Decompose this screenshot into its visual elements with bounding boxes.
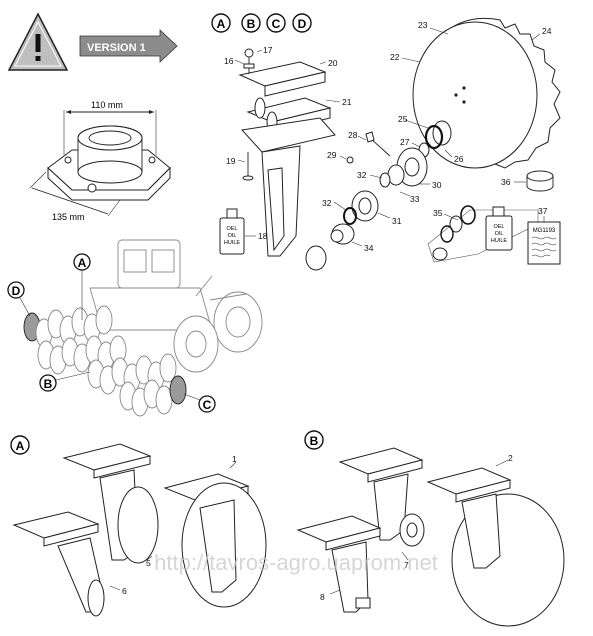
disc-gang	[23, 305, 187, 417]
flange-width-label: 110 mm	[91, 100, 123, 110]
part-2: 2	[508, 453, 513, 463]
section-a: A 5 6 1	[10, 435, 267, 617]
part-27: 27	[400, 137, 410, 147]
svg-text:OEL: OEL	[226, 226, 237, 232]
part-8: 8	[320, 592, 325, 602]
part-23: 23	[418, 20, 428, 30]
tractor-label-b: B	[44, 377, 53, 391]
variant-b: B	[247, 17, 256, 31]
part-6: 6	[122, 586, 127, 596]
repair-kit-35: OEL OIL HUILE 35	[427, 205, 539, 263]
tractor-label-d: D	[12, 284, 21, 298]
svg-text:OEL: OEL	[493, 224, 504, 230]
warning-triangle-icon	[7, 12, 69, 71]
part-25: 25	[398, 114, 408, 124]
variant-c: C	[272, 17, 281, 31]
version-arrow: VERSION 1	[79, 29, 178, 63]
part-24: 24	[542, 26, 552, 36]
svg-text:OIL: OIL	[495, 231, 504, 237]
flange-drawing: 110 mm 135 mm	[29, 100, 171, 222]
section-b-label: B	[310, 434, 319, 448]
tractor-label-c: C	[203, 398, 212, 412]
version-label: VERSION 1	[87, 42, 146, 54]
part-30: 30	[432, 180, 442, 190]
watermark-text: http://tavros-agro.uaprom.net	[154, 550, 438, 575]
svg-text:HUILE: HUILE	[491, 238, 508, 244]
svg-text:HUILE: HUILE	[224, 240, 241, 246]
part-34: 34	[364, 243, 374, 253]
part-36: 36	[501, 177, 511, 187]
part-20: 20	[328, 58, 338, 68]
section-a-label: A	[16, 439, 25, 453]
part-29: 29	[327, 150, 337, 160]
oil-bottle-18: OEL OIL HUILE 18	[219, 208, 268, 255]
part-33: 33	[410, 194, 420, 204]
flange-length-label: 135 mm	[52, 212, 85, 222]
notched-disc: 23 24 22	[390, 17, 561, 169]
part-32-upper: 32	[357, 170, 367, 180]
part-1: 1	[232, 454, 237, 464]
part-16: 16	[224, 56, 234, 66]
part-31: 31	[392, 216, 402, 226]
manual-code: MG1193	[533, 228, 556, 234]
section-b: B 7 8 2	[296, 430, 565, 627]
part-22: 22	[390, 52, 400, 62]
part-21: 21	[342, 97, 352, 107]
variant-d: D	[298, 17, 307, 31]
hub-assembly: 28 29 32 30 33 32 31 34	[322, 130, 442, 253]
part-35: 35	[433, 208, 443, 218]
part-18: 18	[258, 231, 268, 241]
variant-selector: A B C D	[211, 13, 312, 33]
bracket-assembly: 17 16 20 21 19	[224, 45, 352, 271]
svg-text:OIL: OIL	[228, 233, 237, 239]
hub-cap-36: 36	[501, 170, 554, 192]
part-5: 5	[146, 558, 151, 568]
variant-a: A	[217, 17, 226, 31]
tractor-label-a: A	[78, 256, 87, 270]
part-28: 28	[348, 130, 358, 140]
part-19: 19	[226, 156, 236, 166]
tractor-labels: A D B C	[7, 253, 216, 413]
tractor-illustration	[89, 239, 263, 373]
hub-seal-rings: 25 27 26	[398, 114, 464, 164]
part-7: 7	[404, 560, 409, 570]
part-32: 32	[322, 198, 332, 208]
part-37: 37	[538, 206, 548, 216]
part-17: 17	[263, 45, 273, 55]
manual-37: MG1193 37	[527, 206, 561, 265]
part-26: 26	[454, 154, 464, 164]
